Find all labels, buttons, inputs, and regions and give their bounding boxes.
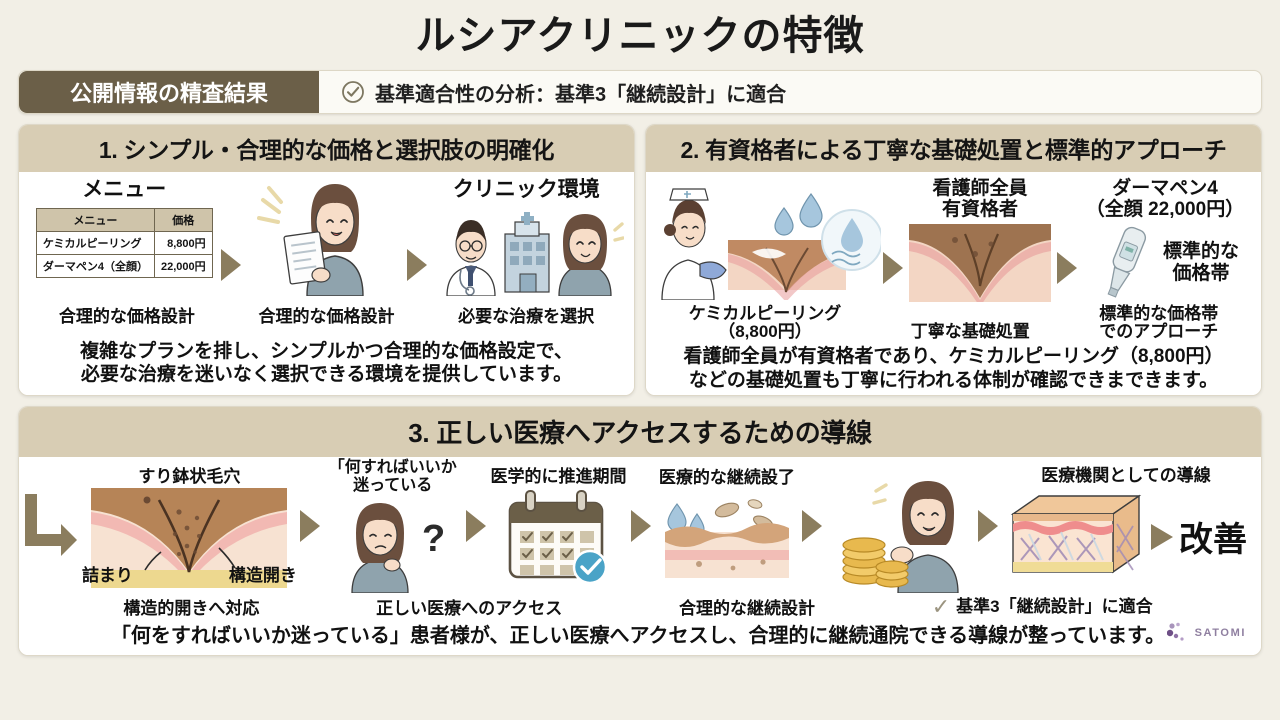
menu-title: メニュー xyxy=(82,178,167,201)
dermapen-device-icon xyxy=(1107,226,1147,298)
table-header-menu: メニュー xyxy=(35,207,155,232)
panel-3-summary: 「何をすればいいか迷っている」患者様が、正しい医療へアクセスし、合理的に継続通院… xyxy=(110,625,1166,647)
panel-3-captions: 構造的開きへ対応 正しい医療へのアクセス 合理的な継続設計 ✓ 基準3「継続設計… xyxy=(25,593,1251,619)
check-mark-icon: ✓ xyxy=(931,593,951,619)
panel-2: 2. 有資格者による丁寧な基礎処置と標準的アプローチ xyxy=(645,124,1262,396)
caption: 必要な治療を選択 xyxy=(458,306,595,326)
panel-1-captions: 合理的な価格設計 合理的な価格設計 必要な治療を選択 xyxy=(27,306,626,327)
cell-menu-name: ダーマペン4（全顔） xyxy=(35,253,155,278)
caption: 標準的な価格帯 でのアプローチ xyxy=(1099,303,1219,342)
flow-arrow-icon xyxy=(883,251,903,284)
flow-arrow-icon xyxy=(631,510,652,542)
woman-with-document-illustration xyxy=(257,184,364,296)
panel-1-body: メニュー メニュー 価格 ケミカルピーリング xyxy=(19,172,634,395)
panel-3-step-confused: 「何すればいいか 迷っている ? xyxy=(323,459,463,593)
panel-3-step-pore: すり鉢状毛穴 xyxy=(81,466,297,588)
panel-1: 1. シンプル・合理的な価格と選択肢の明確化 メニュー メニュー 価格 xyxy=(18,124,635,396)
label-continue: 医療的な継続設了 xyxy=(658,468,795,488)
panel-1-step-woman xyxy=(243,178,404,296)
page-title: ルシアクリニックの特徴 xyxy=(415,14,865,58)
flow-arrow-icon xyxy=(1150,523,1173,550)
panel-3-flow: すり鉢状毛穴 xyxy=(25,459,1251,593)
cell-menu-name: ケミカルピーリング xyxy=(35,230,155,255)
panel-1-step-clinic: クリニック環境 xyxy=(429,178,624,296)
panel-2-heading: 2. 有資格者による丁寧な基礎処置と標準的アプローチ xyxy=(646,125,1261,172)
treated-skin-illustration xyxy=(665,498,790,578)
panel-2-flow: 看護師全員 有資格者 xyxy=(654,178,1253,303)
satomi-logo-text: SATOMI xyxy=(1194,627,1246,639)
label-improve: 改善 xyxy=(1178,521,1247,560)
panel-1-summary: 複雑なプランを排し、シンプルかつ合理的な価格設定で、 必要な治療を迷いなく選択で… xyxy=(80,340,573,386)
compliance-label: 基準3「継続設計」に適合 xyxy=(956,596,1153,616)
panel-1-step-menu: メニュー メニュー 価格 ケミカルピーリング xyxy=(29,178,219,278)
satomi-logo: SATOMI xyxy=(1166,622,1246,644)
skin-pore-illustration xyxy=(909,223,1051,302)
label-period: 医学的に推進期間 xyxy=(490,467,627,487)
label-open: 構造開き xyxy=(228,566,297,585)
flow-arrow-icon xyxy=(299,510,320,542)
caption: 正しい医療へのアクセス xyxy=(376,599,563,619)
calendar-icon xyxy=(508,489,607,584)
nurse-peeling-illustration xyxy=(661,188,881,300)
panel-2-step-dermapen: ダーマペン4 （全顔 22,000円） xyxy=(1079,178,1251,303)
panel-3-heading: 3. 正しい医療へアクセスするための導線 xyxy=(19,407,1261,457)
panel-3-step-calendar: 医学的に推進期間 xyxy=(489,467,629,584)
panel-3: 3. 正しい医療へアクセスするための導線 すり鉢状毛穴 xyxy=(18,406,1262,656)
banner-right-label: 基準適合性の分析：基準3「継続設計」に適合 xyxy=(375,83,787,106)
flow-arrow-icon xyxy=(978,510,999,542)
clinic-title: クリニック環境 xyxy=(452,178,600,201)
caption: 合理的な価格設計 xyxy=(258,306,395,326)
panels-row-top: 1. シンプル・合理的な価格と選択肢の明確化 メニュー メニュー 価格 xyxy=(18,124,1262,396)
table-header-row: メニュー 価格 xyxy=(35,207,213,232)
svg-text:?: ? xyxy=(422,518,445,560)
panel-1-flow: メニュー メニュー 価格 ケミカルピーリング xyxy=(27,178,626,296)
label-nurse-all: 看護師全員 有資格者 xyxy=(932,178,1028,221)
panels-row-bottom: 3. 正しい医療へアクセスするための導線 すり鉢状毛穴 xyxy=(18,406,1262,656)
panel-2-step-peeling xyxy=(656,178,881,300)
banner-left-label: 公開情報の精査結果 xyxy=(19,71,319,113)
panel-3-step-route: 医療機関としての導線 xyxy=(1001,466,1251,585)
flow-arrow-icon xyxy=(406,248,427,281)
caption: 合理的な価格設計 xyxy=(58,306,195,326)
banner: 公開情報の精査結果 基準適合性の分析：基準3「継続設計」に適合 xyxy=(18,70,1262,114)
panel-3-body: すり鉢状毛穴 xyxy=(19,457,1261,655)
table-row: ダーマペン4（全顔） 22,000円 xyxy=(35,253,213,278)
banner-right: 基準適合性の分析：基準3「継続設計」に適合 xyxy=(319,71,1261,113)
table-header-price: 価格 xyxy=(153,207,213,232)
confused-woman-illustration: ? xyxy=(351,502,445,593)
doctor-and-patient-illustration xyxy=(446,211,624,296)
panel-2-captions: ケミカルピーリング （8,800円） 丁寧な基礎処置 標準的な価格帯 でのアプロ… xyxy=(654,303,1253,342)
satomi-dots-icon xyxy=(1166,622,1184,641)
cell-menu-price: 8,800円 xyxy=(153,230,213,255)
panel-3-step-coins xyxy=(825,459,975,593)
panel-2-body: 看護師全員 有資格者 xyxy=(646,172,1261,395)
panel-2-step-qualified: 看護師全員 有資格者 xyxy=(905,178,1055,302)
compliance-badge: ✓ 基準3「継続設計」に適合 xyxy=(931,593,1153,619)
label-clog: 詰まり xyxy=(81,566,133,585)
check-circle-icon xyxy=(341,80,365,104)
caption: 合理的な継続設計 xyxy=(678,599,815,619)
flow-arrow-icon xyxy=(221,248,242,281)
panel-1-heading: 1. シンプル・合理的な価格と選択肢の明確化 xyxy=(19,125,634,172)
funnel-pore-illustration xyxy=(90,488,287,588)
caption: 構造的開きへ対応 xyxy=(123,599,260,619)
flow-arrow-icon xyxy=(1057,251,1077,284)
coins-and-woman-illustration xyxy=(842,481,959,593)
panel-3-step-treated: 医療的な継続設了 xyxy=(654,468,799,583)
bent-arrow-icon xyxy=(25,494,77,556)
skin-layer-3d-illustration xyxy=(1010,494,1142,573)
table-row: ケミカルピーリング 8,800円 xyxy=(35,230,213,255)
label-dermapen: ダーマペン4 （全顔 22,000円） xyxy=(1085,178,1245,221)
menu-table: メニュー 価格 ケミカルピーリング 8,800円 ダーマペン xyxy=(35,207,213,278)
cell-menu-price: 22,000円 xyxy=(153,253,213,278)
panel-2-summary: 看護師全員が有資格者であり、ケミカルピーリング（8,800円） などの基礎処置も… xyxy=(683,345,1224,391)
label-route: 医療機関としての導線 xyxy=(1041,466,1211,486)
caption: 丁寧な基礎処置 xyxy=(910,322,1030,342)
flow-arrow-icon xyxy=(802,510,823,542)
label-pore: すり鉢状毛穴 xyxy=(138,466,241,486)
flow-arrow-icon xyxy=(465,510,486,542)
label-lost: 「何すればいいか 迷っている xyxy=(328,459,457,494)
label-price-band: 標準的な 価格帯 xyxy=(1162,241,1239,284)
caption: ケミカルピーリング （8,800円） xyxy=(688,303,842,342)
